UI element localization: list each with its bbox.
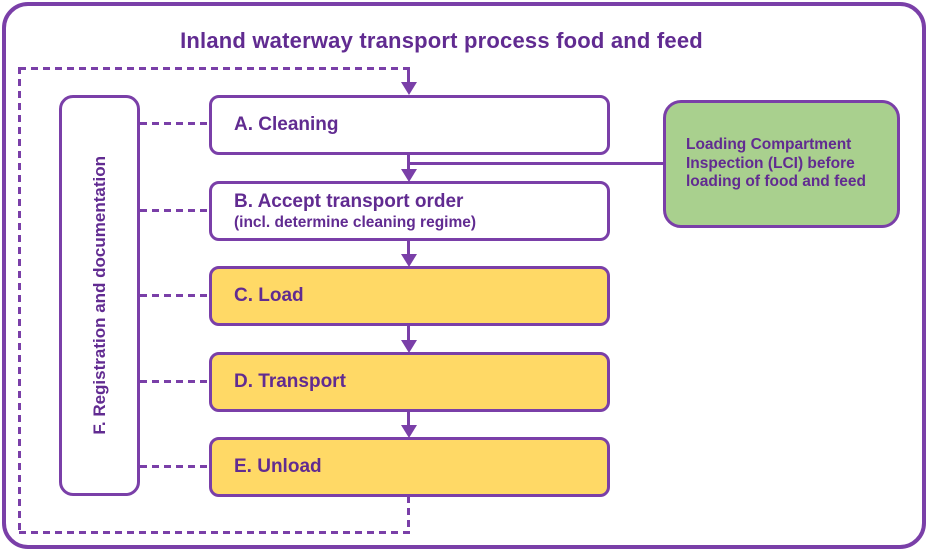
step-a-cleaning: A. Cleaning — [209, 95, 610, 155]
connector-d-e-head — [401, 425, 417, 438]
dash-f-to-a — [140, 122, 209, 125]
step-d-label: D. Transport — [234, 371, 346, 393]
connector-c-d-line — [407, 325, 410, 341]
step-b-label: B. Accept transport order — [234, 190, 464, 212]
registration-label: F. Registration and documentation — [89, 156, 109, 435]
step-e-label: E. Unload — [234, 456, 322, 478]
arrow-into-cleaning-line — [407, 67, 410, 83]
connector-b-c-head — [401, 254, 417, 267]
connector-a-b-head — [401, 169, 417, 182]
connector-d-e-line — [407, 411, 410, 426]
connector-c-d-head — [401, 340, 417, 353]
step-c-load: C. Load — [209, 266, 610, 326]
step-c-label: C. Load — [234, 285, 304, 307]
lci-callout-label: Loading Compartment Inspection (LCI) bef… — [686, 135, 866, 191]
loop-dashed-from-unload — [407, 496, 410, 534]
arrow-into-cleaning-head — [401, 82, 417, 95]
step-a-label: A. Cleaning — [234, 114, 339, 136]
dash-f-to-c — [140, 294, 209, 297]
step-b-sublabel: (incl. determine cleaning regime) — [234, 213, 477, 231]
step-e-unload: E. Unload — [209, 437, 610, 497]
loop-dashed-left — [18, 67, 21, 534]
loop-dashed-top — [19, 67, 408, 70]
dash-f-to-b — [140, 209, 209, 212]
step-b-accept-transport-order: B. Accept transport order (incl. determi… — [209, 181, 610, 241]
lci-callout: Loading Compartment Inspection (LCI) bef… — [663, 100, 900, 228]
dash-f-to-d — [140, 380, 209, 383]
diagram-title: Inland waterway transport process food a… — [180, 28, 703, 53]
loop-dashed-bottom — [19, 531, 410, 534]
registration-box: F. Registration and documentation — [59, 95, 140, 496]
dash-f-to-e — [140, 465, 209, 468]
connector-to-callout — [409, 162, 663, 165]
connector-b-c-line — [407, 240, 410, 255]
step-d-transport: D. Transport — [209, 352, 610, 412]
connector-a-b-line — [407, 154, 410, 172]
